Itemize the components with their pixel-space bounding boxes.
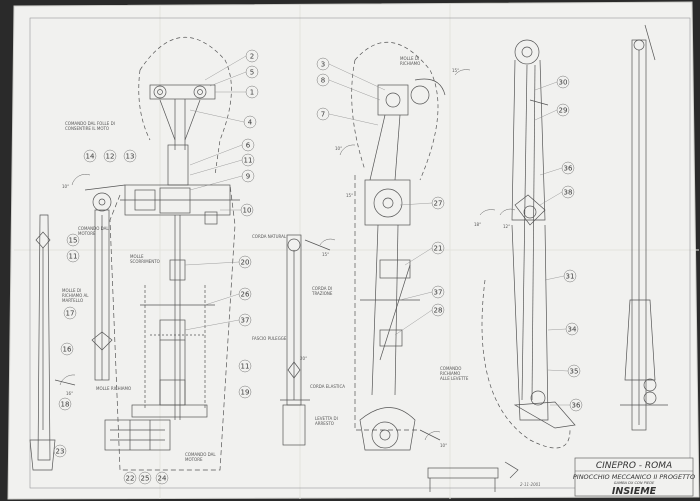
callout-30: 30 xyxy=(559,79,568,87)
note-14: RICHIAMO xyxy=(400,61,420,66)
angle-7: 12° xyxy=(503,224,510,229)
note-18: TRAZIONE xyxy=(311,291,333,296)
callout-28: 28 xyxy=(434,307,443,315)
callout-26: 26 xyxy=(241,291,250,299)
callout-20: 20 xyxy=(241,259,250,267)
angle-6: 15° xyxy=(322,252,329,257)
border-frame xyxy=(29,17,691,489)
note-24: ALLE LEVETTE xyxy=(440,376,469,381)
front-assembly xyxy=(104,37,240,471)
title-line3: INSIEME xyxy=(612,486,657,497)
note-6: RICHIAMO AL xyxy=(62,293,89,298)
callout-38: 38 xyxy=(564,189,573,197)
callout-37: 37 xyxy=(241,317,250,325)
angle-3: 15° xyxy=(452,68,459,73)
note-20: ARRESTO xyxy=(315,421,334,426)
side-assembly xyxy=(351,41,446,451)
note-13: MOLLE DI xyxy=(400,56,419,61)
callout-24: 24 xyxy=(158,475,167,483)
note-22: COMANDO xyxy=(440,366,461,371)
callout-11c: 11 xyxy=(241,363,250,371)
callout-2: 2 xyxy=(250,53,254,61)
note-2: CONSENTIRE IL MOTO xyxy=(65,126,109,131)
callout-14: 14 xyxy=(86,153,95,161)
callout-34: 34 xyxy=(568,326,577,334)
callout-6: 6 xyxy=(246,142,251,150)
note-11: COMANDO DAL xyxy=(185,452,216,457)
callout-1: 1 xyxy=(250,89,254,97)
title-company: CINEPRO - ROMA xyxy=(596,461,672,471)
right-leg-assembly xyxy=(481,39,576,449)
angle-9: 15° xyxy=(346,193,353,198)
left-assembly xyxy=(29,184,126,471)
callout-8: 8 xyxy=(321,77,325,85)
note-8: CORDA NATURAL xyxy=(252,234,287,239)
callout-7: 7 xyxy=(321,111,325,119)
callout-11b: 11 xyxy=(69,253,78,261)
callout-37b: 37 xyxy=(434,289,443,297)
note-10: CORDA ELASTICA xyxy=(310,384,345,389)
middle-assembly xyxy=(280,234,331,446)
note-3: COMANDO DAL xyxy=(78,226,109,231)
callout-10: 10 xyxy=(243,207,252,215)
callout-31: 31 xyxy=(566,273,575,281)
note-17: CORDA DI xyxy=(312,286,332,291)
callout-27: 27 xyxy=(434,200,443,208)
angle-5: 16° xyxy=(66,391,73,396)
callout-25: 25 xyxy=(141,475,150,483)
callout-5: 5 xyxy=(250,69,254,77)
angle-4: 18° xyxy=(474,222,481,227)
note-16: SCORRIMENTO xyxy=(130,259,160,264)
callout-18: 18 xyxy=(61,401,70,409)
callout-22: 22 xyxy=(126,475,135,483)
note-5: MOLLE DI xyxy=(62,288,81,293)
callout-17: 17 xyxy=(66,310,75,318)
callout-29: 29 xyxy=(559,107,568,115)
note-23: RICHIAMO xyxy=(440,371,460,376)
note-9: FASCIO PULEGGE xyxy=(252,336,287,341)
angle-8: 10° xyxy=(440,443,447,448)
callout-9: 9 xyxy=(246,173,250,181)
callout-3: 3 xyxy=(321,61,325,69)
note-19: LEVETTA DI xyxy=(315,416,338,421)
callout-12: 12 xyxy=(106,153,115,161)
title-line1: PINOCCHIO MECCANICO II PROGETTO xyxy=(573,473,695,481)
bottom-detail xyxy=(427,461,519,492)
callout-16: 16 xyxy=(63,346,72,354)
fold-creases xyxy=(14,4,699,499)
angle-1: 10° xyxy=(62,184,69,189)
callout-13: 13 xyxy=(126,153,135,161)
callout-21: 21 xyxy=(434,245,443,253)
callout-23: 23 xyxy=(56,448,65,456)
angle-2: 10° xyxy=(335,146,342,151)
leader-lines xyxy=(184,55,570,406)
angle-10: 20° xyxy=(300,356,307,361)
note-1: COMANDO DAL FOLLE DI xyxy=(65,121,115,126)
callout-36: 36 xyxy=(564,165,573,173)
far-right-assembly xyxy=(620,24,668,431)
note-21: MOLLE RICHIAMO xyxy=(96,386,131,391)
signature: 2-11-2001 xyxy=(520,482,541,487)
callout-4: 4 xyxy=(248,119,253,127)
note-15: MOLLE xyxy=(130,254,144,259)
note-7: MARTELLO xyxy=(62,298,83,303)
callout-11: 11 xyxy=(244,157,253,165)
title-block: CINEPRO - ROMA PINOCCHIO MECCANICO II PR… xyxy=(573,457,695,497)
callout-19: 19 xyxy=(241,389,250,397)
note-4: MOTORE xyxy=(78,231,96,236)
callout-36b: 36 xyxy=(572,402,581,410)
callout-15: 15 xyxy=(69,237,78,245)
callout-35: 35 xyxy=(570,368,579,376)
note-12: MOTORE xyxy=(185,457,203,462)
title-line2: GAMBA DX CON PIEDE xyxy=(614,481,655,485)
